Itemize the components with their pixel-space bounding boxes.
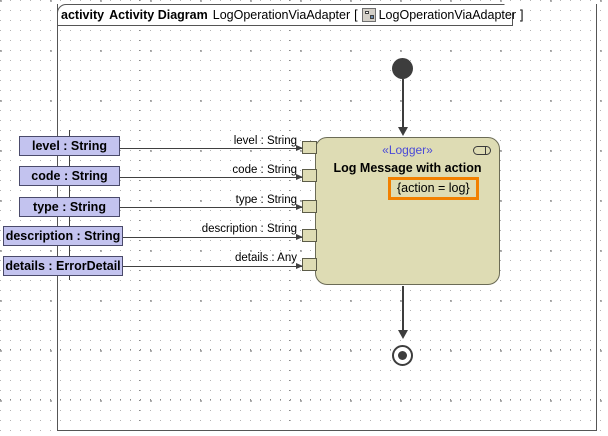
input-pin-level[interactable] <box>302 141 317 154</box>
diagram-frame-label: activity Activity Diagram LogOperationVi… <box>61 5 524 25</box>
activity-diagram-icon <box>361 8 376 22</box>
parameter-label: details : ErrorDetail <box>5 259 121 273</box>
initial-node[interactable] <box>392 58 413 79</box>
control-flow-arrowhead-initial <box>398 127 408 136</box>
input-pin-details[interactable] <box>302 258 317 271</box>
activity-parameter-code[interactable]: code : String <box>19 166 120 186</box>
sub-activity-rake-icon <box>473 146 491 155</box>
object-flow-edge-type[interactable] <box>120 207 302 208</box>
grid-axis-row <box>0 349 608 350</box>
activity-final-node[interactable] <box>392 345 413 366</box>
activity-parameter-details[interactable]: details : ErrorDetail <box>3 256 123 276</box>
object-flow-arrowhead-description <box>296 233 303 240</box>
parameter-label: description : String <box>5 229 121 243</box>
activity-parameter-description[interactable]: description : String <box>3 226 123 246</box>
grid-axis-col <box>139 0 140 436</box>
diagram-frame <box>57 4 597 431</box>
parameter-label: code : String <box>31 169 108 183</box>
activity-parameter-type[interactable]: type : String <box>19 197 120 217</box>
frame-keyword: activity <box>61 8 105 22</box>
object-flow-label-type: type : String <box>235 194 297 206</box>
activity-title: Log Message with action <box>333 161 482 175</box>
object-flow-arrowhead-level <box>296 144 303 151</box>
parameter-label: level : String <box>31 139 108 153</box>
diagram-frame-tab <box>57 4 513 26</box>
control-flow-edge-final[interactable] <box>402 286 404 332</box>
input-pin-description[interactable] <box>302 229 317 242</box>
frame-bracket-open: [ <box>354 8 358 22</box>
parameter-label: type : String <box>33 200 106 214</box>
frame-diagram-kind: Activity Diagram <box>109 8 208 22</box>
object-flow-edge-code[interactable] <box>120 177 302 178</box>
control-flow-arrowhead-final <box>398 330 408 339</box>
object-flow-label-details: details : Any <box>234 252 297 264</box>
frame-context-name: LogOperationViaAdapter <box>378 8 516 22</box>
frame-diagram-name: LogOperationViaAdapter <box>212 8 351 22</box>
activity-constraint: {action = log} <box>388 177 479 200</box>
control-flow-edge-initial[interactable] <box>402 79 404 129</box>
activity-parameter-level[interactable]: level : String <box>19 136 120 156</box>
activity-node-log-message[interactable]: «Logger» Log Message with action {action… <box>315 137 500 285</box>
object-flow-arrowhead-details <box>296 262 303 269</box>
object-flow-label-code: code : String <box>232 164 297 176</box>
object-flow-edge-details[interactable] <box>123 266 302 267</box>
object-flow-label-description: description : String <box>201 223 297 235</box>
input-pin-type[interactable] <box>302 200 317 213</box>
object-flow-edge-description[interactable] <box>123 237 302 238</box>
object-flow-label-level: level : String <box>233 135 297 147</box>
object-flow-edge-level[interactable] <box>120 148 302 149</box>
object-flow-arrowhead-type <box>296 203 303 210</box>
input-pin-code[interactable] <box>302 169 317 182</box>
activity-stereotype: «Logger» <box>382 143 433 157</box>
grid-axis-col <box>289 0 290 436</box>
frame-bracket-close: ] <box>519 8 524 22</box>
grid-axis-row <box>0 399 608 400</box>
object-flow-arrowhead-code <box>296 173 303 180</box>
